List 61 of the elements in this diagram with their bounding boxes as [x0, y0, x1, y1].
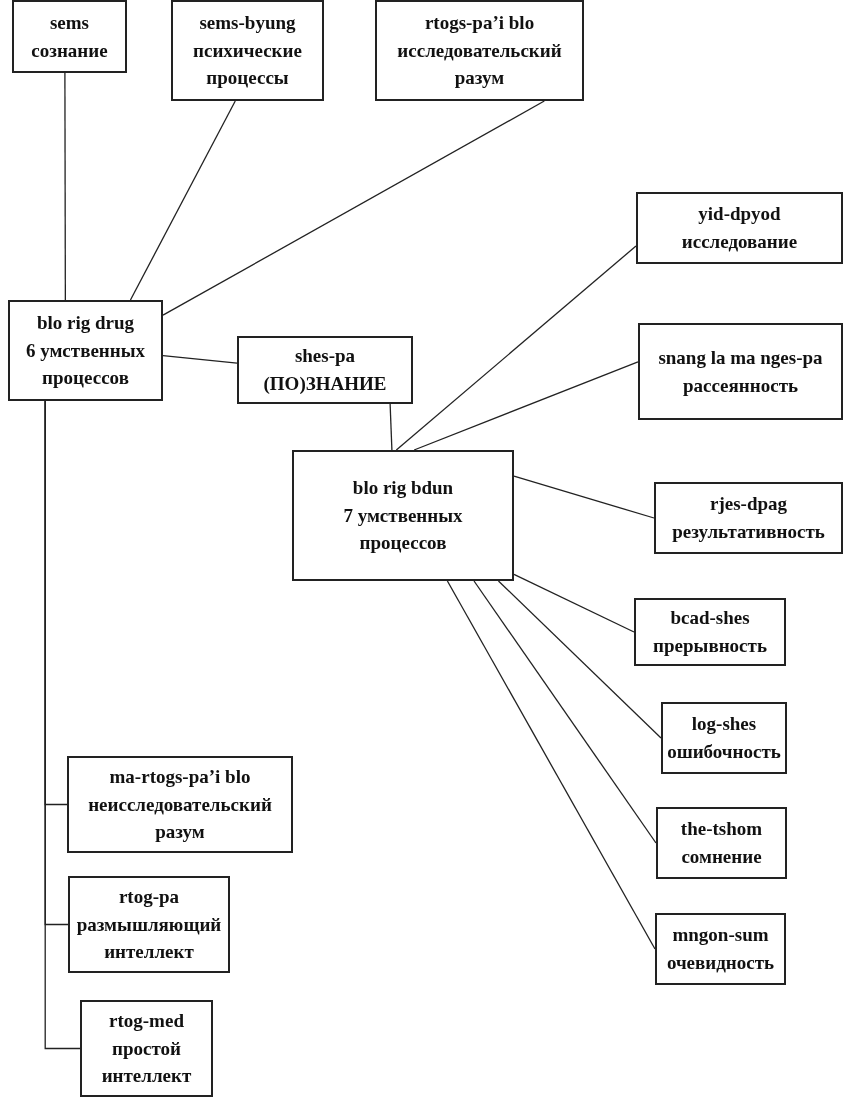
connector-line — [44, 400, 81, 1050]
tibetan-term: yid-dpyod — [698, 202, 781, 227]
connector-line — [162, 100, 545, 316]
tibetan-term: sems-byung — [199, 11, 296, 36]
tibetan-term: blo rig drug — [36, 311, 135, 336]
tibetan-term: rtogs-pa’i blo — [424, 11, 535, 36]
connector-line — [64, 72, 66, 301]
tibetan-term: bcad-shes — [670, 606, 750, 631]
tibetan-term: log-shes — [691, 712, 757, 737]
russian-translation: исследование — [681, 230, 798, 254]
tibetan-term: sems — [49, 10, 90, 35]
connector-line — [389, 403, 393, 451]
term-box — [292, 450, 514, 581]
russian-translation: исследовательский разум — [396, 38, 563, 91]
tibetan-term: the-tshom — [680, 817, 763, 842]
russian-translation: 7 умственных процессов — [342, 503, 464, 556]
tibetan-term: shes-pa — [294, 344, 356, 369]
connector-line — [513, 475, 655, 519]
connector-line — [473, 580, 657, 844]
term-box — [12, 0, 127, 73]
russian-translation: неисследовательский разум — [87, 792, 273, 845]
term-box — [654, 482, 843, 554]
russian-translation: ошибочность — [667, 740, 781, 764]
term-box — [375, 0, 584, 101]
tibetan-term: ma-rtogs-pa’i blo — [109, 765, 251, 790]
connector-line — [162, 354, 238, 364]
term-box — [634, 598, 786, 666]
russian-translation: размышляющий интеллект — [75, 912, 223, 965]
tibetan-term: rjes-dpag — [709, 492, 788, 517]
term-box — [655, 913, 786, 985]
russian-translation: результативность — [672, 520, 825, 544]
term-box — [636, 192, 843, 264]
russian-translation: сомнение — [681, 845, 762, 869]
russian-translation: сознание — [31, 38, 108, 63]
term-box — [67, 756, 293, 853]
tibetan-term: snang la ma nges-pa — [658, 345, 823, 370]
russian-translation: (ПО)ЗНАНИЕ — [263, 372, 387, 396]
term-box — [8, 300, 163, 401]
term-box — [80, 1000, 213, 1097]
term-box — [68, 876, 230, 973]
russian-translation: психические процессы — [192, 38, 303, 91]
connector-line — [129, 100, 236, 301]
tibetan-term: mngon-sum — [672, 923, 769, 948]
connector-line — [395, 245, 637, 451]
russian-translation: очевидность — [666, 951, 775, 975]
term-box — [661, 702, 787, 774]
connector-line — [413, 361, 639, 451]
connector-line — [513, 573, 635, 633]
term-box — [171, 0, 324, 101]
tibetan-term: blo rig bdun — [352, 476, 454, 501]
term-box — [237, 336, 413, 404]
tibetan-term: rtog-med — [109, 1009, 184, 1034]
term-box — [638, 323, 843, 420]
connector-line — [497, 580, 662, 739]
connector-line — [446, 580, 656, 950]
russian-translation: рассеянность — [682, 373, 799, 398]
term-box — [656, 807, 787, 879]
russian-translation: 6 умственных процессов — [24, 338, 147, 391]
russian-translation: прерывность — [653, 634, 767, 658]
russian-translation: простой интеллект — [100, 1036, 193, 1089]
tibetan-term: rtog-pa — [118, 885, 180, 910]
